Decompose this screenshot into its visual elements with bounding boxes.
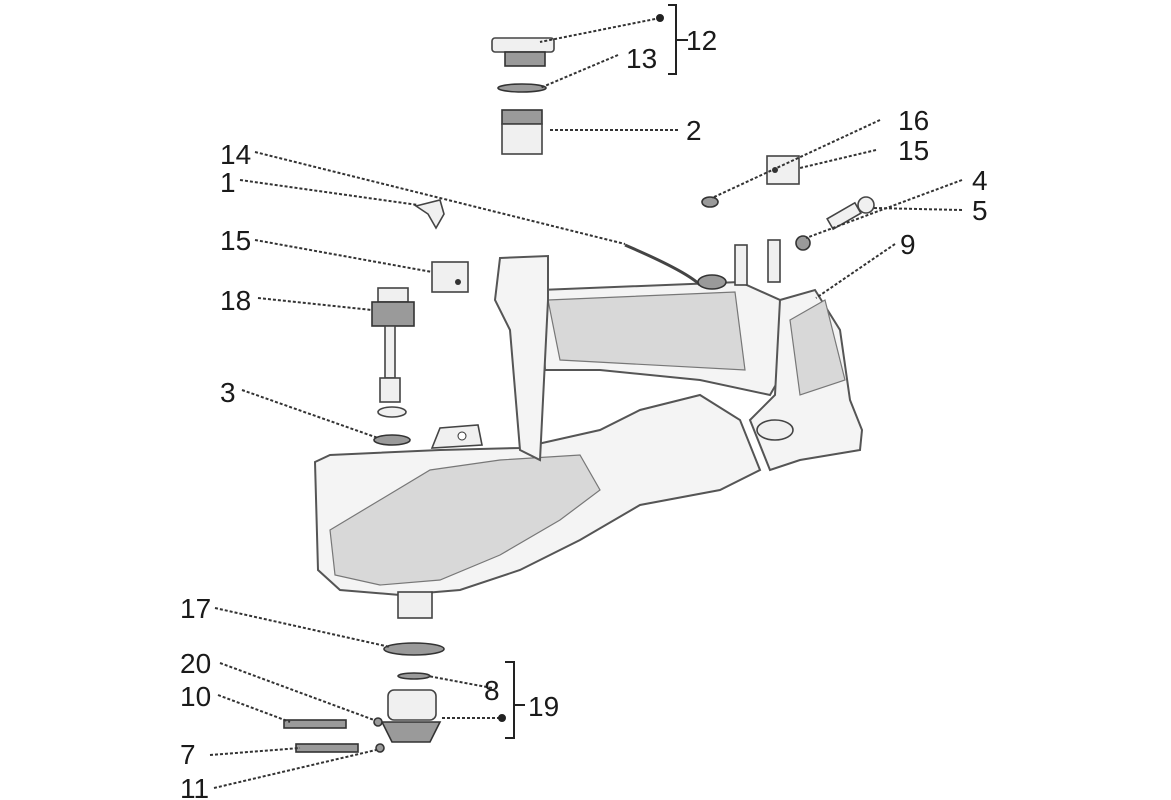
sender-gasket bbox=[373, 434, 411, 446]
filter-spring bbox=[383, 642, 445, 656]
rubber-pad-10 bbox=[283, 719, 347, 729]
callout-8: 8 bbox=[484, 675, 500, 706]
callout-5: 5 bbox=[972, 195, 988, 226]
callout-20: 20 bbox=[180, 648, 211, 679]
filler-filter bbox=[501, 109, 543, 155]
callout-9: 9 bbox=[900, 229, 916, 260]
callout-labels: 12 13 2 14 1 15 18 3 16 15 4 5 9 17 20 1… bbox=[180, 25, 988, 800]
callout-7: 7 bbox=[180, 739, 196, 770]
callout-12: 12 bbox=[686, 25, 717, 56]
callout-15-left: 15 bbox=[220, 225, 251, 256]
callout-10: 10 bbox=[180, 681, 211, 712]
assembly-brackets bbox=[498, 4, 688, 739]
hose-clip bbox=[414, 199, 445, 230]
callout-19: 19 bbox=[528, 691, 559, 722]
callout-11: 11 bbox=[180, 773, 209, 800]
spring-clip-right bbox=[766, 155, 800, 185]
callout-1: 1 bbox=[220, 167, 236, 198]
callout-18: 18 bbox=[220, 285, 251, 316]
tap-screw bbox=[373, 717, 383, 727]
o-ring bbox=[397, 672, 431, 680]
callout-2: 2 bbox=[686, 115, 702, 146]
callout-13: 13 bbox=[626, 43, 657, 74]
callout-17: 17 bbox=[180, 593, 211, 624]
spring-clip-left bbox=[431, 261, 469, 293]
fuel-level-sender bbox=[371, 287, 415, 418]
fuel-tank-body bbox=[313, 239, 864, 619]
callout-15-right: 15 bbox=[898, 135, 929, 166]
fuel-tap bbox=[380, 689, 442, 743]
leader-lines bbox=[209, 17, 963, 789]
callout-4: 4 bbox=[972, 165, 988, 196]
fuel-cap bbox=[491, 37, 555, 67]
small-screw bbox=[701, 196, 719, 208]
nut bbox=[795, 235, 811, 251]
rubber-pad-7 bbox=[295, 743, 359, 753]
cap-gasket bbox=[497, 83, 547, 93]
bolt bbox=[826, 196, 875, 231]
tap-clamp bbox=[375, 743, 385, 753]
callout-3: 3 bbox=[220, 377, 236, 408]
callout-14: 14 bbox=[220, 139, 251, 170]
callout-16: 16 bbox=[898, 105, 929, 136]
